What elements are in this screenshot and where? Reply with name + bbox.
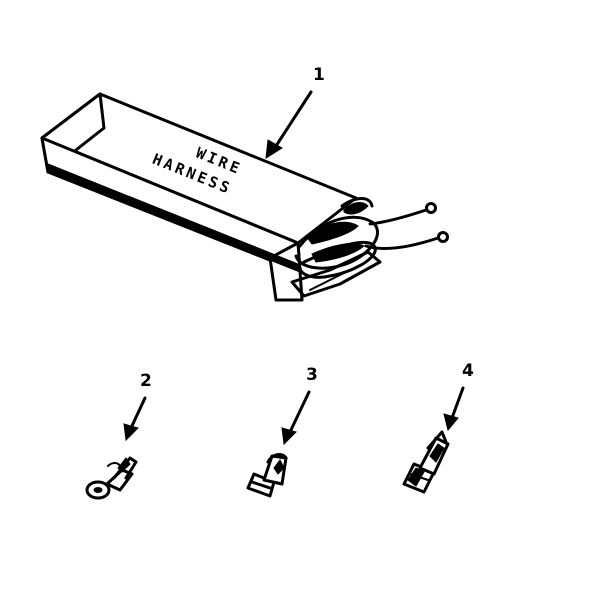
harness-lead-lower	[364, 236, 440, 250]
ring-terminal	[85, 456, 138, 500]
callout-4: 4	[462, 361, 474, 381]
crimp-terminal	[402, 430, 450, 494]
callout-3: 3	[306, 365, 318, 385]
arrow-4	[443, 386, 465, 432]
arrow-2	[123, 396, 147, 442]
callout-2: 2	[140, 371, 152, 391]
spade-terminal	[246, 453, 288, 498]
callout-1: 1	[313, 65, 325, 85]
harness-ring-upper	[425, 202, 437, 214]
wire-harness-box: WIRE HARNESS	[40, 92, 449, 302]
harness-tray	[290, 250, 382, 298]
harness-ring-lower	[437, 231, 449, 243]
arrow-3	[281, 390, 311, 446]
arrow-1	[265, 90, 313, 159]
harness-lead-upper	[368, 208, 428, 226]
